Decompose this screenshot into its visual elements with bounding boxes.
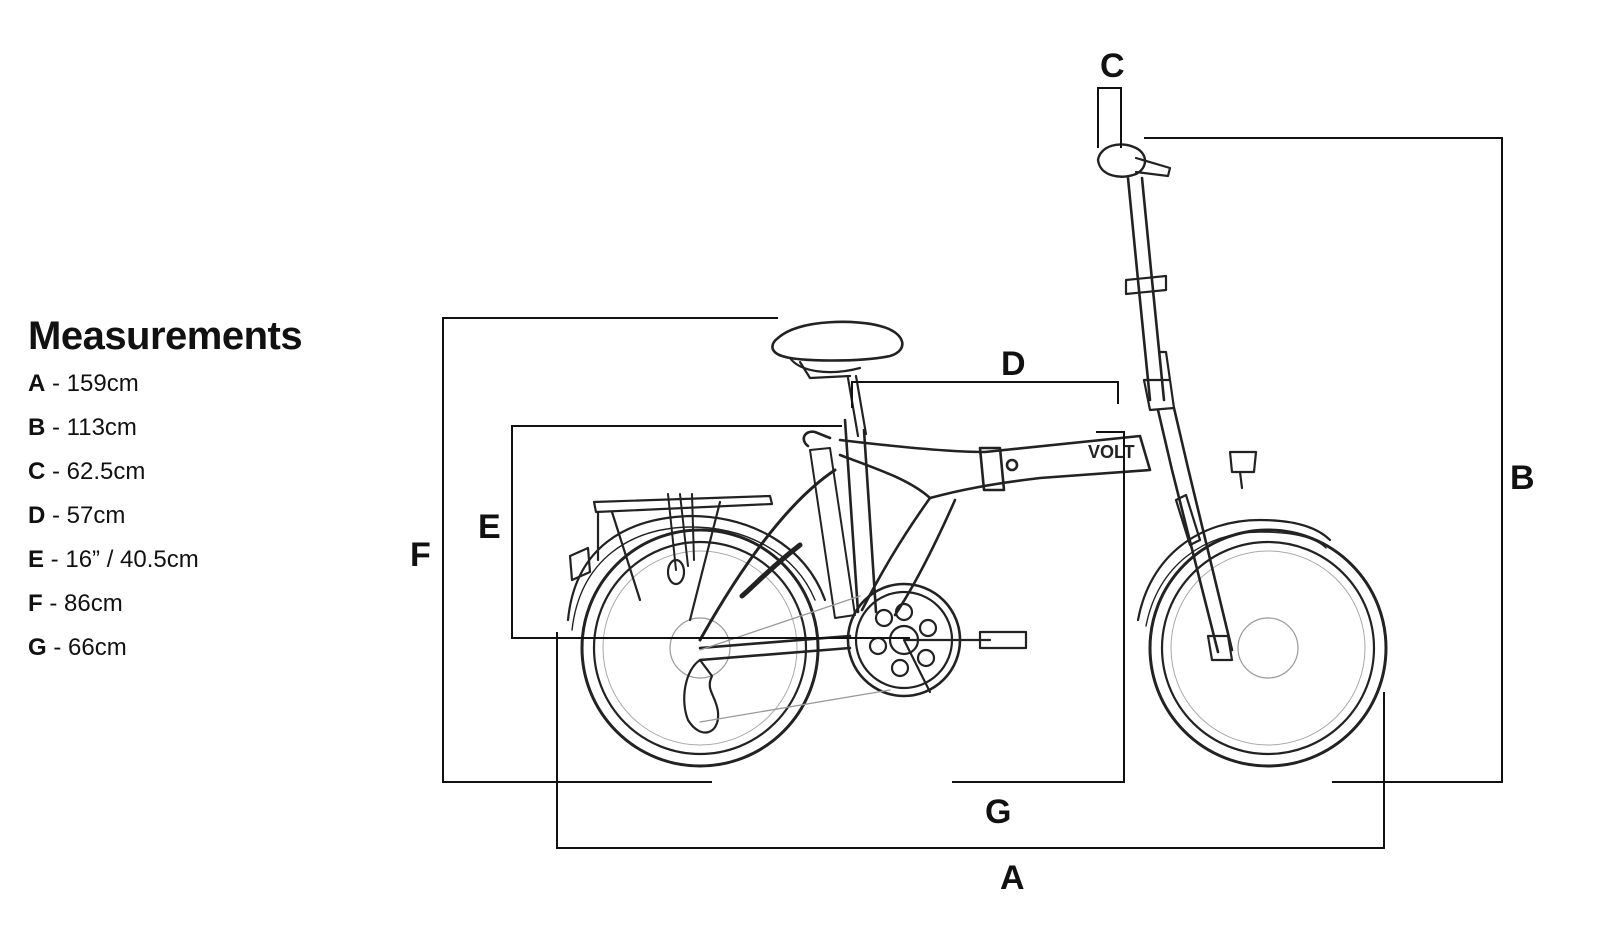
measurement-item-a: A - 159cm: [28, 370, 358, 414]
measurement-item-g: G - 66cm: [28, 634, 358, 678]
saddle: [771, 320, 904, 438]
measurement-item-c: C - 62.5cm: [28, 458, 358, 502]
dimension-g-line: [952, 431, 1125, 783]
measurements-title: Measurements: [28, 314, 303, 358]
measurement-item-f: F - 86cm: [28, 590, 358, 634]
measurement-item-b: B - 113cm: [28, 414, 358, 458]
measurements-list: A - 159cm B - 113cm C - 62.5cm D - 57cm …: [28, 370, 358, 678]
measurement-value: - 62.5cm: [45, 458, 146, 485]
dimension-label-g: G: [985, 793, 1011, 831]
measurement-item-e: E - 16” / 40.5cm: [28, 546, 358, 590]
measurement-key: C: [28, 458, 46, 485]
bicycle-drawing: [566, 143, 1388, 768]
dimension-label-a: A: [1000, 859, 1025, 897]
chain: [699, 595, 891, 723]
measurements-legend: Measurements A - 159cm B - 113cm C - 62.…: [28, 312, 358, 678]
rear-mudguard: [566, 514, 827, 622]
handlebar-stem: [1096, 143, 1176, 412]
crank-arm: [902, 638, 992, 694]
measurement-key: F: [28, 590, 43, 617]
front-fork: [1156, 406, 1234, 662]
measurement-key: A: [28, 370, 46, 397]
measurement-value: - 66cm: [46, 634, 127, 661]
dimension-e-line: [511, 425, 910, 639]
headlight: [1228, 450, 1258, 490]
measurement-item-d: D - 57cm: [28, 502, 358, 546]
measurement-key: G: [28, 634, 47, 661]
rear-derailleur: [683, 658, 720, 734]
dimension-b-line: [1144, 137, 1503, 783]
dimension-d-line: [851, 381, 1119, 408]
measurement-value: - 16” / 40.5cm: [44, 546, 199, 573]
dimension-a-line: [556, 632, 1385, 849]
dimension-label-d: D: [1001, 345, 1026, 383]
measurement-value: - 159cm: [45, 370, 139, 397]
dimension-label-e: E: [478, 508, 501, 546]
front-mudguard: [1136, 518, 1332, 622]
measurement-value: - 113cm: [45, 414, 137, 441]
rear-rack: [592, 493, 774, 622]
rear-wheel: [580, 528, 820, 768]
measurement-key: B: [28, 414, 46, 441]
measurement-value: - 86cm: [42, 590, 123, 617]
dimension-f-line: [442, 317, 778, 783]
measurement-key: E: [28, 546, 45, 573]
dimension-label-c: C: [1100, 47, 1125, 85]
frame: [698, 418, 1152, 662]
frame-brand-text: VOLT: [1088, 442, 1135, 462]
dimension-c-line: [1097, 87, 1122, 148]
pedal: [978, 630, 1028, 650]
dimension-labels: A B C D E F G: [410, 47, 1535, 897]
dimension-lines: [442, 87, 1503, 849]
front-wheel: [1148, 528, 1388, 768]
rear-light: [568, 546, 592, 582]
measurement-value: - 57cm: [45, 502, 126, 529]
dimension-label-f: F: [410, 536, 431, 574]
measurement-key: D: [28, 502, 46, 529]
dimension-label-b: B: [1510, 459, 1535, 497]
